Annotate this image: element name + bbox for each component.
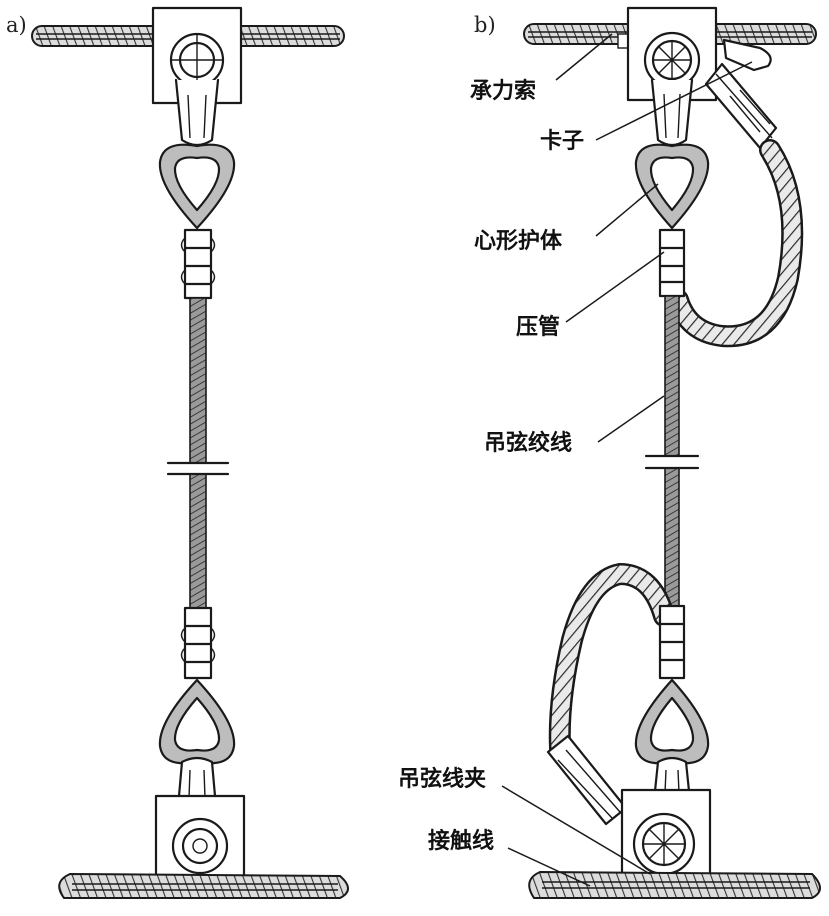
top-shunt-clip-b: [704, 38, 778, 150]
callout-contact-wire: 接触线: [428, 828, 494, 854]
contact-wire-b: [528, 870, 821, 899]
top-clamp-b: [626, 6, 718, 102]
crimp-sleeve-top-a: [180, 228, 216, 300]
contact-wire-a: [58, 872, 349, 899]
shunt-loop-top-b-fill: [669, 141, 801, 345]
callout-messenger-wire: 承力索: [470, 79, 536, 104]
callout-dropper-clamp: 吊弦线夹: [398, 766, 486, 792]
bottom-shunt-clip-b: [546, 734, 628, 826]
top-clamp-a: [151, 6, 243, 105]
panel-a-label: a): [6, 13, 27, 37]
heart-thimble-bottom-a: [158, 678, 236, 765]
panel-b: b): [398, 6, 821, 899]
callout-crimp-sleeve: 压管: [516, 314, 560, 340]
dropper-strand-b: [644, 295, 700, 607]
heart-thimble-top-b: [634, 143, 710, 230]
top-arm-b: [650, 78, 694, 147]
heart-thimble-top-a: [158, 143, 236, 230]
crimp-sleeve-bottom-a: [180, 606, 216, 680]
panel-b-label: b): [474, 13, 496, 37]
shunt-loop-bottom-b-fill: [551, 565, 673, 757]
callout-clamp: 卡子: [540, 129, 584, 154]
leader-lines: [501, 33, 753, 887]
crimp-sleeve-bottom-b: [658, 604, 686, 680]
heart-thimble-bottom-b: [634, 678, 710, 765]
crimp-sleeve-top-b: [658, 228, 686, 298]
panel-a: a): [6, 6, 349, 899]
dropper-strand-a: [166, 297, 230, 609]
callout-heart-thimble: 心形护体: [474, 229, 563, 254]
callout-dropper-strand: 吊弦绞线: [484, 430, 572, 456]
top-arm-a: [174, 78, 220, 147]
